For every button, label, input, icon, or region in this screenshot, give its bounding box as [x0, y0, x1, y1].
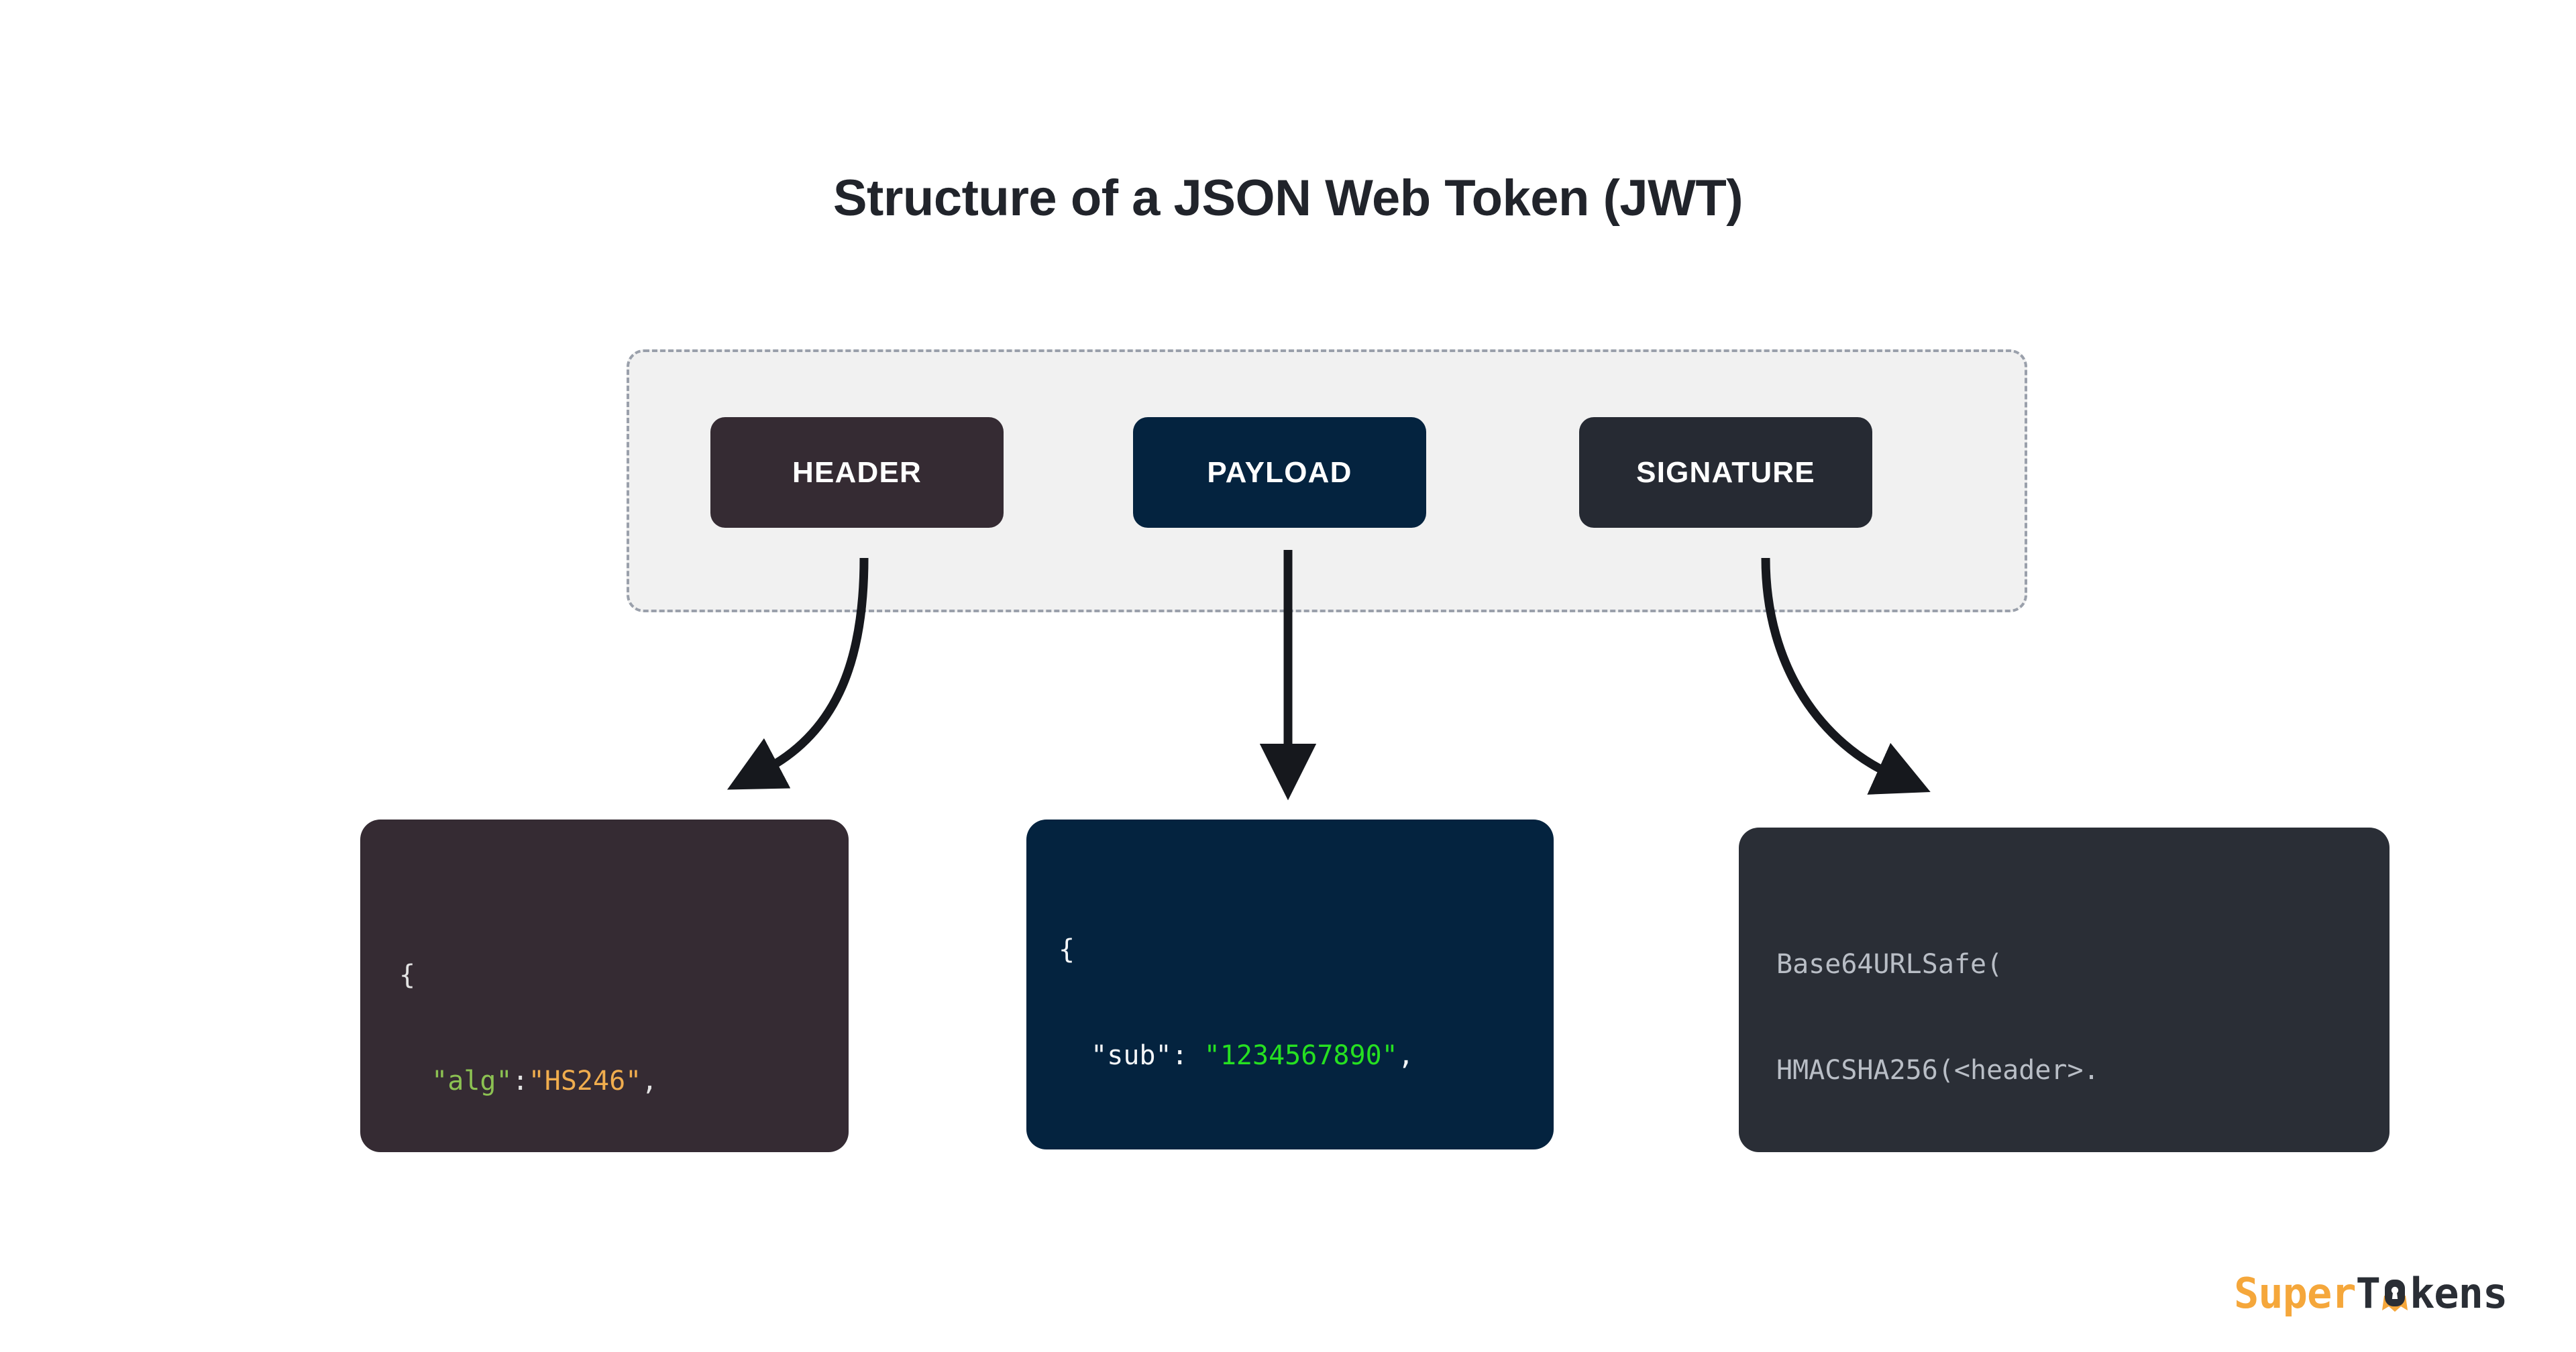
payload-sub-key: "sub": — [1091, 1039, 1188, 1071]
payload-code-line-name: "name": "George White", — [1059, 1144, 1554, 1149]
payload-open-brace: { — [1059, 934, 1075, 965]
payload-code-line-open: { — [1059, 932, 1554, 968]
token-part-payload-label: PAYLOAD — [1207, 455, 1352, 489]
token-part-header-label: HEADER — [792, 455, 922, 489]
header-code-line-alg: "alg":"HS246", — [399, 1064, 849, 1099]
payload-name-key: "name": — [1091, 1146, 1204, 1149]
supertokens-logo: Super T kens — [2234, 1266, 2508, 1320]
header-alg-comma: , — [641, 1065, 658, 1096]
payload-name-value: "George White" — [1220, 1146, 1446, 1149]
header-code-line-open: { — [399, 958, 849, 993]
keyhole-icon — [2381, 1274, 2408, 1312]
brand-tokens-text: T kens — [2356, 1269, 2508, 1318]
page-title: Structure of a JSON Web Token (JWT) — [833, 170, 1743, 227]
payload-code-card: { "sub": "1234567890", "name": "George W… — [1026, 820, 1554, 1149]
token-part-payload[interactable]: PAYLOAD — [1133, 417, 1426, 528]
brand-super-text: Super — [2234, 1268, 2357, 1318]
token-part-signature[interactable]: SIGNATURE — [1579, 417, 1872, 528]
header-code-card: { "alg":"HS246", "typ":"JWT" } — [360, 820, 849, 1152]
header-alg-colon: : — [512, 1065, 529, 1096]
payload-sub-comma: , — [1397, 1039, 1414, 1071]
payload-name-comma: , — [1446, 1146, 1462, 1149]
payload-sub-value: "1234567890" — [1203, 1039, 1398, 1071]
signature-code-line-1: Base64URLSafe( — [1776, 948, 2003, 980]
header-alg-value: "HS246" — [528, 1065, 642, 1096]
brand-letter-t: T — [2355, 1268, 2381, 1318]
brand-letters-kens: kens — [2409, 1268, 2508, 1318]
header-open-brace: { — [399, 959, 416, 991]
token-part-header[interactable]: HEADER — [710, 417, 1004, 528]
signature-code-card: Base64URLSafe( HMACSHA256(<header>. <pay… — [1739, 828, 2390, 1152]
payload-code-line-sub: "sub": "1234567890", — [1059, 1038, 1554, 1074]
header-alg-key: "alg" — [431, 1065, 513, 1096]
signature-code-line-2: HMACSHA256(<header>. — [1776, 1054, 2100, 1086]
token-part-signature-label: SIGNATURE — [1636, 455, 1815, 489]
